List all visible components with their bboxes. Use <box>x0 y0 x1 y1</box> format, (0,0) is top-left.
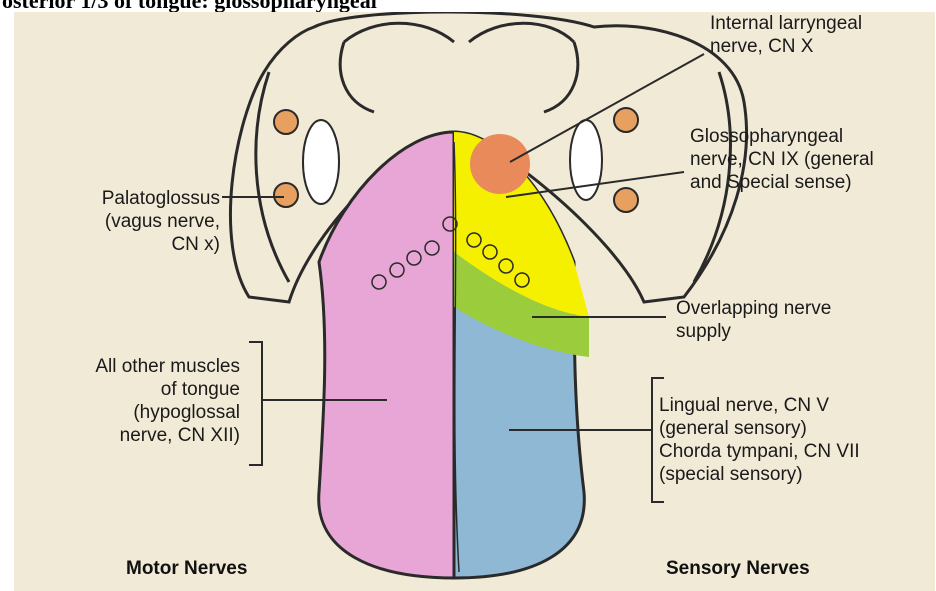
label-lingual-line-1: Lingual nerve, CN V <box>659 394 860 417</box>
gland-right-lower <box>614 188 638 212</box>
label-glossopharyngeal-line-2: nerve, CN IX (general <box>690 148 874 171</box>
label-internal-laryngeal-line-1: Internal larryngeal <box>710 12 862 35</box>
label-lingual-line-4: (special sensory) <box>659 463 860 486</box>
label-overlapping-line-1: Overlapping nerve <box>676 297 831 320</box>
label-other-muscles-line-4: nerve, CN XII) <box>54 424 240 447</box>
internal-laryngeal-orange-region <box>470 134 530 194</box>
tongue-nerve-diagram: Internal larryngeal nerve, CN X Glossoph… <box>14 12 935 591</box>
label-other-muscles: All other muscles of tongue (hypoglossal… <box>54 355 240 447</box>
label-other-muscles-line-3: (hypoglossal <box>54 401 240 424</box>
label-lingual: Lingual nerve, CN V (general sensory) Ch… <box>659 394 860 486</box>
caption-header: osterior 1/3 of tongue: glossopharyngeal <box>0 0 936 12</box>
label-glossopharyngeal-line-3: and Special sense) <box>690 171 874 194</box>
label-palatoglossus-line-2: (vagus nerve, <box>54 210 220 233</box>
label-lingual-line-3: Chorda tympani, CN VII <box>659 440 860 463</box>
label-overlapping-line-2: supply <box>676 320 831 343</box>
gland-right-upper <box>614 108 638 132</box>
label-lingual-line-2: (general sensory) <box>659 417 860 440</box>
label-other-muscles-line-1: All other muscles <box>54 355 240 378</box>
gland-left-upper <box>274 110 298 134</box>
label-motor-nerves: Motor Nerves <box>126 557 247 580</box>
label-internal-laryngeal: Internal larryngeal nerve, CN X <box>710 12 862 58</box>
label-glossopharyngeal-line-1: Glossopharyngeal <box>690 125 874 148</box>
label-palatoglossus: Palatoglossus (vagus nerve, CN x) <box>54 187 220 256</box>
label-glossopharyngeal: Glossopharyngeal nerve, CN IX (general a… <box>690 125 874 194</box>
label-palatoglossus-line-3: CN x) <box>54 233 220 256</box>
label-overlapping: Overlapping nerve supply <box>676 297 831 343</box>
label-sensory-nerves: Sensory Nerves <box>666 557 810 580</box>
label-palatoglossus-line-1: Palatoglossus <box>54 187 220 210</box>
bracket-other-muscles <box>249 342 262 465</box>
tonsil-left <box>303 120 339 204</box>
gland-left-lower <box>274 183 298 207</box>
caption-header-text: osterior 1/3 of tongue: glossopharyngeal <box>2 0 377 12</box>
label-other-muscles-line-2: of tongue <box>54 378 240 401</box>
label-internal-laryngeal-line-2: nerve, CN X <box>710 35 862 58</box>
